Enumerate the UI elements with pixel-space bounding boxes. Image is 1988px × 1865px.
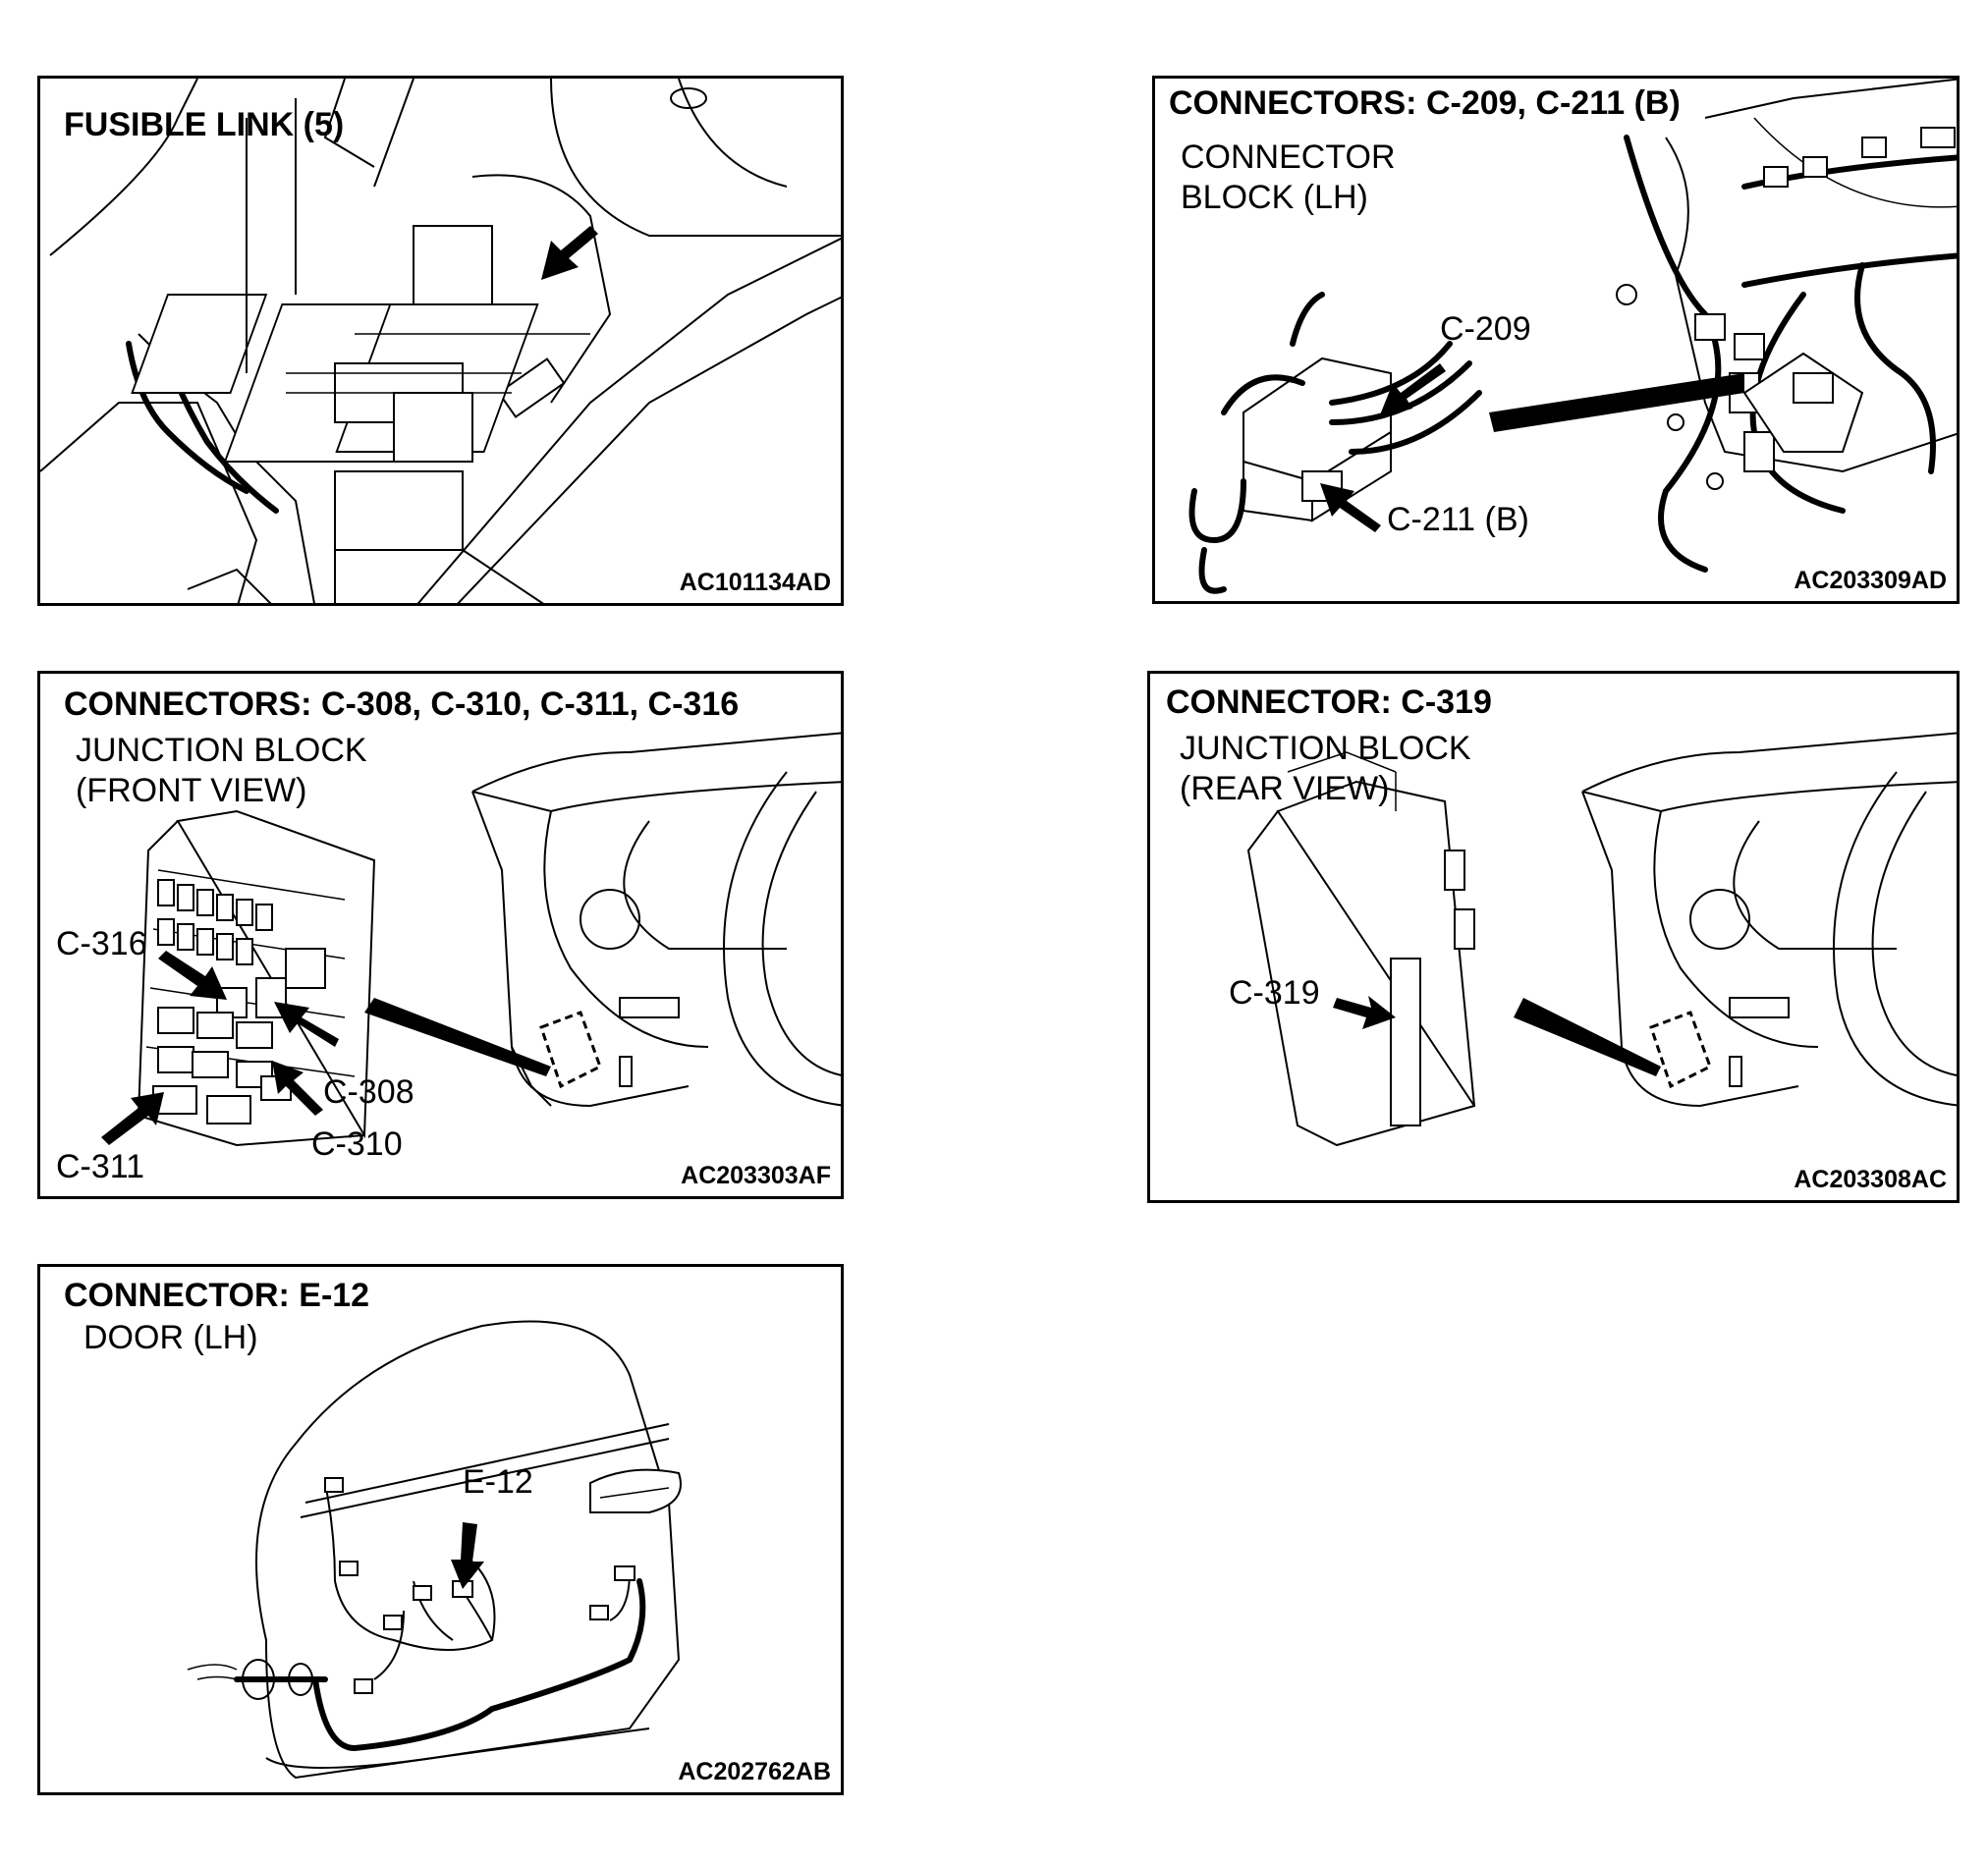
callout-c316: C-316 bbox=[56, 925, 147, 962]
subtitle-line-1: JUNCTION BLOCK bbox=[1180, 730, 1471, 767]
figure-code: AC203303AF bbox=[675, 1162, 831, 1190]
door-illustration bbox=[187, 1320, 682, 1780]
subtitle-line-1: JUNCTION BLOCK bbox=[76, 732, 367, 769]
junction-block-rear-illustration bbox=[1246, 732, 1957, 1147]
callout-c319: C-319 bbox=[1229, 974, 1320, 1012]
callout-c311: C-311 bbox=[56, 1148, 145, 1185]
panel-title: CONNECTOR: C-319 bbox=[1166, 684, 1492, 721]
figure-code: AC203308AC bbox=[1788, 1166, 1947, 1194]
engine-bay-illustration bbox=[40, 79, 841, 603]
panel-junction-block-rear: CONNECTOR: C-319 JUNCTION BLOCK (REAR VI… bbox=[1147, 671, 1960, 1203]
panel-title: FUSIBLE LINK (5) bbox=[64, 106, 345, 143]
figure-code: AC101134AD bbox=[673, 569, 831, 597]
callout-c308: C-308 bbox=[323, 1073, 414, 1111]
panel-junction-block-front: CONNECTORS: C-308, C-310, C-311, C-316 J… bbox=[37, 671, 844, 1199]
subtitle-line-2: (FRONT VIEW) bbox=[76, 772, 307, 809]
subtitle-line-2: (REAR VIEW) bbox=[1180, 770, 1390, 807]
subtitle-line-1: DOOR (LH) bbox=[83, 1319, 258, 1356]
panel-title: CONNECTOR: E-12 bbox=[64, 1277, 370, 1314]
panel-connectors-c209-c211: CONNECTORS: C-209, C-211 (B) CONNECTOR B… bbox=[1152, 76, 1960, 604]
callout-e12: E-12 bbox=[463, 1463, 533, 1501]
subtitle-line-1: CONNECTOR bbox=[1181, 138, 1396, 176]
panel-door-lh: CONNECTOR: E-12 DOOR (LH) E-12 AC202762A… bbox=[37, 1264, 844, 1795]
callout-c209: C-209 bbox=[1440, 310, 1531, 348]
panel-title: CONNECTORS: C-308, C-310, C-311, C-316 bbox=[64, 686, 740, 723]
callout-c310: C-310 bbox=[311, 1125, 403, 1163]
figure-code: AC202762AB bbox=[672, 1758, 831, 1786]
subtitle-line-2: BLOCK (LH) bbox=[1181, 179, 1368, 216]
figure-code: AC203309AD bbox=[1788, 567, 1947, 595]
connector-block-illustration bbox=[1188, 79, 1957, 594]
junction-block-front-illustration bbox=[101, 732, 841, 1147]
panel-fusible-link: FUSIBLE LINK (5) AC101134AD bbox=[37, 76, 844, 606]
callout-c211b: C-211 (B) bbox=[1387, 501, 1529, 538]
panel-title: CONNECTORS: C-209, C-211 (B) bbox=[1169, 84, 1681, 122]
